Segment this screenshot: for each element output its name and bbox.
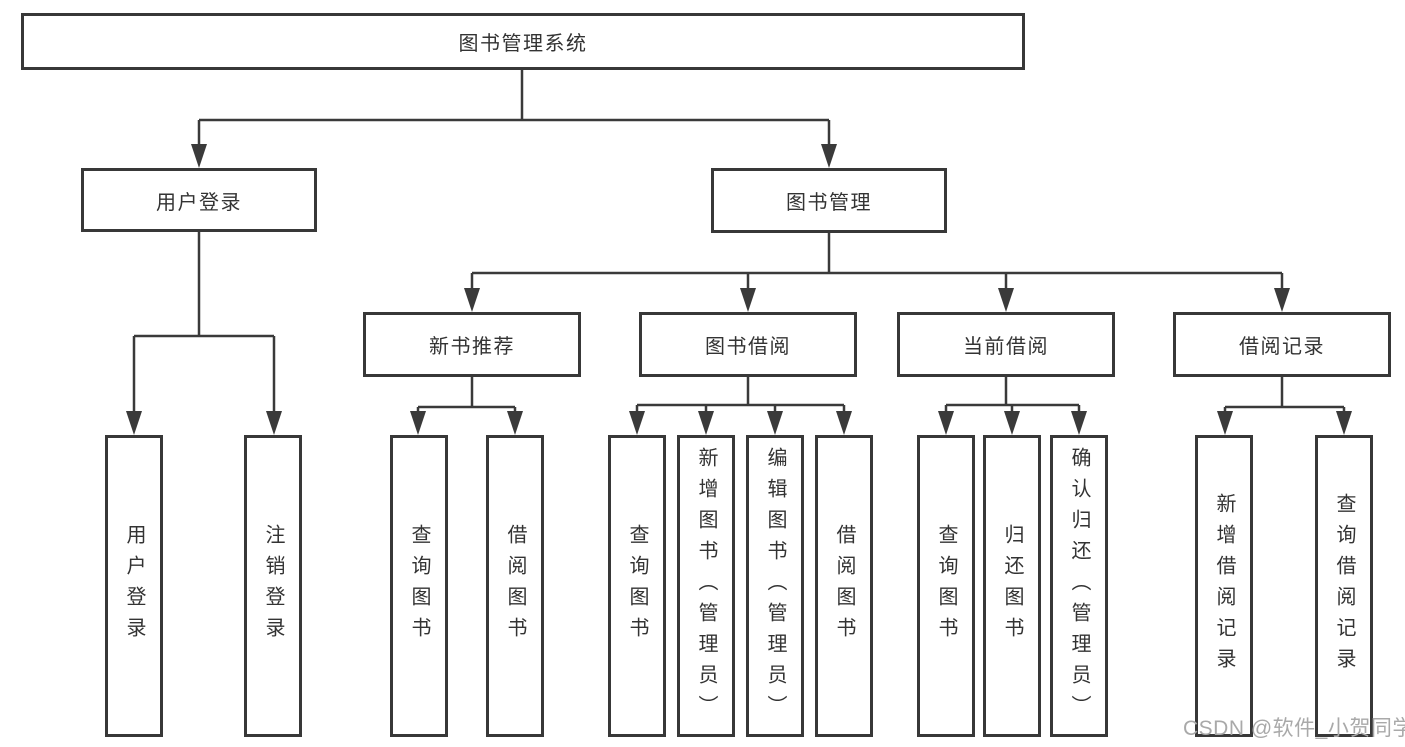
node-book-management-branch: 图书管理: [711, 168, 947, 233]
leaf-borrowing-query-books: 查询图书: [608, 435, 666, 737]
node-label: 查询图书: [408, 524, 430, 648]
node-library-management-system: 图书管理系统: [21, 13, 1025, 70]
node-new-book-recommendation: 新书推荐: [363, 312, 581, 377]
node-label: 新增借阅记录: [1213, 493, 1235, 679]
leaf-recommend-borrow-books: 借阅图书: [486, 435, 544, 737]
node-label: 图书管理系统: [458, 33, 588, 55]
node-label: 借阅记录: [1239, 336, 1325, 358]
leaf-current-return-books: 归还图书: [983, 435, 1041, 737]
node-label: 当前借阅: [963, 336, 1049, 358]
node-label: 借阅图书: [504, 524, 526, 648]
node-label: 图书管理: [786, 192, 872, 214]
node-book-borrowing: 图书借阅: [639, 312, 857, 377]
node-label: 查询借阅记录: [1333, 493, 1355, 679]
leaf-records-add-borrow-record: 新增借阅记录: [1195, 435, 1253, 737]
node-label: 新增图书（管理员）: [695, 446, 717, 726]
node-label: 查询图书: [626, 524, 648, 648]
node-label: 用户登录: [123, 524, 145, 648]
leaf-logout: 注销登录: [244, 435, 302, 737]
node-label: 借阅图书: [833, 524, 855, 648]
node-label: 确认归还（管理员）: [1068, 446, 1090, 726]
leaf-recommend-query-books: 查询图书: [390, 435, 448, 737]
node-label: 图书借阅: [705, 336, 791, 358]
leaf-borrowing-borrow-books: 借阅图书: [815, 435, 873, 737]
node-user-login-branch: 用户登录: [81, 168, 317, 232]
leaf-records-query-borrow-record: 查询借阅记录: [1315, 435, 1373, 737]
node-label: 编辑图书（管理员）: [764, 446, 786, 726]
csdn-watermark: CSDN @软件_小贺同学: [1183, 717, 1405, 740]
leaf-current-query-books: 查询图书: [917, 435, 975, 737]
leaf-borrowing-edit-books-admin: 编辑图书（管理员）: [746, 435, 804, 737]
leaf-user-login: 用户登录: [105, 435, 163, 737]
node-label: 归还图书: [1001, 524, 1023, 648]
node-label: 用户登录: [156, 191, 242, 214]
leaf-borrowing-add-books-admin: 新增图书（管理员）: [677, 435, 735, 737]
node-borrowing-records: 借阅记录: [1173, 312, 1391, 377]
node-current-borrowing: 当前借阅: [897, 312, 1115, 377]
node-label: 新书推荐: [429, 336, 515, 358]
leaf-current-confirm-return-admin: 确认归还（管理员）: [1050, 435, 1108, 737]
node-label: 查询图书: [935, 524, 957, 648]
node-label: 注销登录: [262, 524, 284, 648]
